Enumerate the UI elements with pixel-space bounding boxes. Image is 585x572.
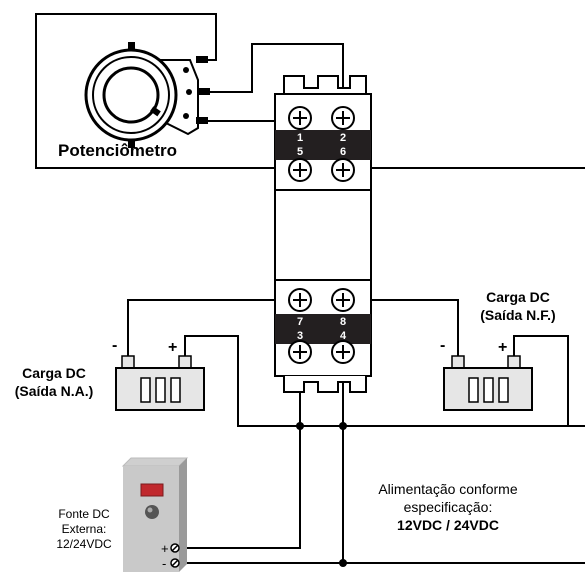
terminal-number-3: 3 [297, 330, 303, 342]
supply-note-line1: Alimentação conforme [378, 481, 518, 497]
dc-power-source [121, 457, 189, 572]
source-plus-sign: + [161, 541, 169, 556]
source-knob [145, 505, 159, 519]
terminal-number-8: 8 [340, 316, 346, 328]
potentiometer-knob-ring [92, 56, 170, 134]
load-right-minus-sign: - [440, 337, 445, 354]
load-cell [140, 377, 151, 403]
load-left-title: Carga DC [22, 365, 86, 381]
dc-load-right [443, 355, 533, 411]
terminal-number-1: 1 [297, 132, 303, 144]
potentiometer-mark [150, 106, 161, 117]
potentiometer-pin [198, 88, 210, 95]
potentiometer-mark [128, 42, 135, 51]
module-band-top [275, 130, 371, 160]
terminal-number-6: 6 [340, 146, 346, 158]
source-label-line2: Externa: [62, 522, 107, 536]
terminal-number-7: 7 [297, 316, 303, 328]
wires [35, 13, 585, 564]
source-knob-highlight [147, 507, 153, 513]
screw-terminal-4 [331, 340, 355, 364]
terminal-screws [288, 106, 355, 364]
potentiometer [84, 42, 210, 148]
wire-pot-top [35, 13, 290, 169]
wire-load-right-minus [354, 299, 459, 360]
source-label-line3: 12/24VDC [56, 537, 112, 551]
wire-load-right-plus [513, 335, 569, 426]
potentiometer-knob-inner [102, 66, 160, 124]
source-label-line1: Fonte DC [58, 507, 110, 521]
module-top-tabs [283, 75, 367, 96]
module-band-bottom [275, 314, 371, 344]
supply-note-line3: 12VDC / 24VDC [397, 517, 499, 533]
load-terminal [507, 355, 521, 369]
screw-terminal-1 [288, 106, 312, 130]
source-front-face [123, 466, 179, 572]
junction-dot [339, 422, 347, 430]
potentiometer-rivet [183, 113, 189, 119]
load-terminal [178, 355, 192, 369]
potentiometer-pin [196, 117, 208, 124]
wire-load-left-minus [127, 299, 290, 360]
source-indicator [140, 483, 164, 497]
source-connectors [170, 543, 180, 568]
load-right-subtitle: (Saída N.F.) [480, 307, 555, 323]
screw-terminal-2 [331, 106, 355, 130]
screw-terminal-3 [288, 340, 312, 364]
source-top-face [121, 457, 189, 467]
terminal-number-5: 5 [297, 146, 303, 158]
load-left-plus-sign: + [168, 339, 177, 356]
load-cell [170, 377, 181, 403]
load-left-minus-sign: - [112, 337, 117, 354]
load-cell [483, 377, 494, 403]
potentiometer-rivet [186, 89, 192, 95]
terminal-number-4: 4 [340, 330, 347, 342]
source-side-face [179, 458, 187, 572]
potentiometer-rivet [183, 67, 189, 73]
source-minus-sign: - [162, 556, 166, 571]
load-right-plus-sign: + [498, 339, 507, 356]
terminal-number-2: 2 [340, 132, 346, 144]
dc-load-left [115, 355, 205, 411]
load-cell [498, 377, 509, 403]
load-terminal [121, 355, 135, 369]
screw-terminal-5 [288, 158, 312, 182]
load-right-title: Carga DC [486, 289, 550, 305]
junction-dot [339, 559, 347, 567]
potentiometer-pin [196, 56, 208, 63]
screw-terminal-8 [331, 288, 355, 312]
load-cell [155, 377, 166, 403]
junction-dot [296, 422, 304, 430]
screw-terminal-7 [288, 288, 312, 312]
load-terminal [451, 355, 465, 369]
load-left-subtitle: (Saída N.A.) [15, 383, 94, 399]
relay-module [274, 75, 372, 393]
wire-load-left-plus [184, 335, 585, 427]
wire-pot-mid [200, 43, 344, 108]
load-cell [468, 377, 479, 403]
screw-terminal-6 [331, 158, 355, 182]
supply-note-line2: especificação: [404, 499, 493, 515]
potentiometer-mark [128, 139, 135, 148]
module-bottom-tabs [283, 376, 367, 393]
potentiometer-label: Potenciômetro [58, 141, 177, 160]
